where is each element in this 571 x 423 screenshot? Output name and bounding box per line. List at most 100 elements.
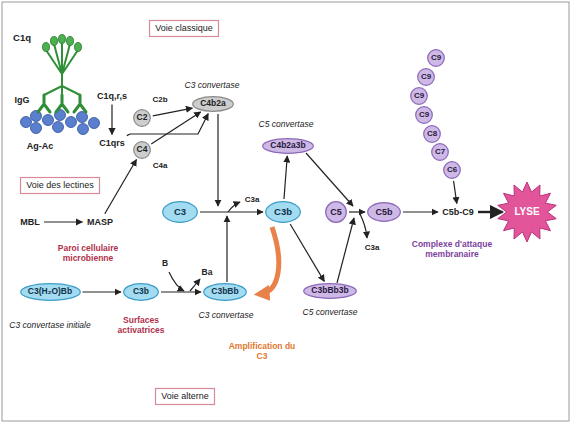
- node-label: C5b-C9: [442, 207, 474, 217]
- node-text-group: C5b: [375, 207, 392, 217]
- complex-ellipse: C3: [162, 201, 198, 223]
- node-text-group: C9: [419, 110, 429, 119]
- c1q-molecule: [43, 35, 82, 96]
- pathway-box: Voie des lectines: [20, 177, 100, 194]
- reaction-arrow: [403, 211, 438, 212]
- annotation-label: C5 convertase: [303, 308, 358, 318]
- protein-circle: C5: [325, 201, 347, 223]
- reaction-arrow: [161, 291, 201, 292]
- annotation-label: Ag-Ac: [27, 141, 54, 151]
- protein-circle: C4: [133, 141, 151, 159]
- molecule-name: MASP: [85, 216, 116, 229]
- reaction-arrow: [44, 221, 83, 222]
- reaction-arrow: [454, 181, 457, 204]
- node-label: C5: [330, 207, 342, 217]
- node-text-group: C9: [414, 91, 424, 100]
- protein-circle: C8: [423, 125, 441, 143]
- annotation-label: C5 convertase: [259, 120, 314, 130]
- node-label: LYSE: [514, 206, 539, 218]
- node-text-group: C3bBb3b: [311, 286, 348, 296]
- igg-antibodies: [38, 95, 86, 112]
- node-text-group: C3bBb: [211, 287, 238, 297]
- node-text-group: C4b2a: [200, 99, 226, 109]
- node-label: MASP: [87, 217, 113, 227]
- node-text-group: C3b: [133, 287, 149, 297]
- annotation-label: Surfaces activatrices: [109, 316, 173, 336]
- annotation-label: C2b: [152, 95, 167, 104]
- reaction-arrow: [200, 211, 263, 212]
- node-label: Voie des lectines: [26, 180, 94, 190]
- node-label: C7: [435, 147, 445, 156]
- node-label: C9: [431, 53, 441, 62]
- annotation-label: C3a: [245, 195, 260, 204]
- node-label: C4: [137, 145, 148, 155]
- pathway-box: Voie classique: [149, 20, 219, 37]
- annotation-label: Complexe d'attaque membranaire: [406, 240, 498, 260]
- molecule-name: C1qrs: [97, 137, 127, 150]
- annotation-label: C3 convertase: [185, 81, 240, 91]
- node-text-group: C2: [137, 113, 148, 123]
- amplification-arrow: [260, 227, 279, 294]
- node-label: C9: [421, 72, 431, 81]
- node-label: C3bBb3b: [311, 286, 348, 296]
- node-text-group: C5: [330, 207, 342, 217]
- node-text-group: C1q,r,s: [97, 91, 127, 101]
- node-label: C9: [414, 91, 424, 100]
- annotation-label: B: [162, 259, 168, 269]
- protein-circle: C9: [427, 49, 445, 67]
- node-label: C3bBb: [211, 287, 238, 297]
- annotation-label: Ba: [202, 268, 213, 278]
- node-label: C1q,r,s: [97, 91, 127, 101]
- node-text-group: LYSE: [514, 206, 539, 218]
- reaction-arrow: [105, 160, 137, 214]
- node-text-group: MASP: [87, 217, 113, 227]
- reaction-arrow: [153, 108, 193, 116]
- node-label: C9: [419, 110, 429, 119]
- pathway-box: Voie alterne: [155, 388, 215, 405]
- node-text-group: C3b: [274, 207, 292, 218]
- node-text-group: C1qrs: [99, 138, 125, 148]
- node-text-group: C9: [431, 53, 441, 62]
- node-label: C6: [447, 165, 457, 174]
- node-label: Voie classique: [155, 23, 213, 33]
- node-text-group: Voie alterne: [161, 391, 209, 401]
- reaction-arrows: [169, 114, 367, 291]
- node-label: C3b: [133, 287, 149, 297]
- complex-ellipse: C3bBb3b: [303, 283, 357, 299]
- node-label: C3b: [274, 207, 292, 218]
- protein-circle: C6: [443, 161, 461, 179]
- molecule-name: MBL: [18, 216, 42, 229]
- node-text-group: Voie classique: [155, 23, 213, 33]
- molecule-name: C1q,r,s: [95, 90, 130, 103]
- annotation-label: C1q: [13, 33, 31, 44]
- node-text-group: C5b-C9: [442, 207, 474, 217]
- node-text-group: C3(H₂O)Bb: [28, 287, 72, 297]
- antigen-cluster: [21, 110, 100, 135]
- reaction-arrow: [478, 211, 503, 213]
- protein-circle: C2: [133, 109, 151, 127]
- protein-circle: C9: [415, 106, 433, 124]
- annotation-label: C4a: [153, 161, 168, 170]
- complex-ellipse: C4b2a3b: [262, 138, 314, 154]
- protein-circle: C7: [431, 143, 449, 161]
- reaction-arrow: [151, 112, 200, 144]
- annotation-label: IgG: [15, 95, 30, 105]
- annotation-label: Paroi cellulaire microbienne: [40, 244, 136, 264]
- node-label: MBL: [20, 217, 40, 227]
- annotation-label: Amplification du C3: [225, 342, 299, 362]
- reaction-arrow: [111, 105, 112, 135]
- reaction-arrow: [83, 291, 122, 292]
- complex-ellipse: C3(H₂O)Bb: [20, 283, 81, 301]
- node-label: C4b2a3b: [270, 141, 305, 151]
- node-text-group: C3: [174, 207, 186, 218]
- reaction-arrow: [349, 211, 365, 212]
- reaction-arrow: [284, 156, 287, 199]
- complex-ellipse: C4b2a: [192, 96, 234, 112]
- node-label: C5b: [375, 207, 392, 217]
- node-text-group: C6: [447, 165, 457, 174]
- annotation-label: C3 convertase: [199, 311, 254, 321]
- node-label: C1qrs: [99, 138, 125, 148]
- protein-circle: C9: [417, 68, 435, 86]
- complex-ellipse: C3b: [265, 201, 301, 223]
- complex-ellipse: C3bBb: [203, 283, 247, 301]
